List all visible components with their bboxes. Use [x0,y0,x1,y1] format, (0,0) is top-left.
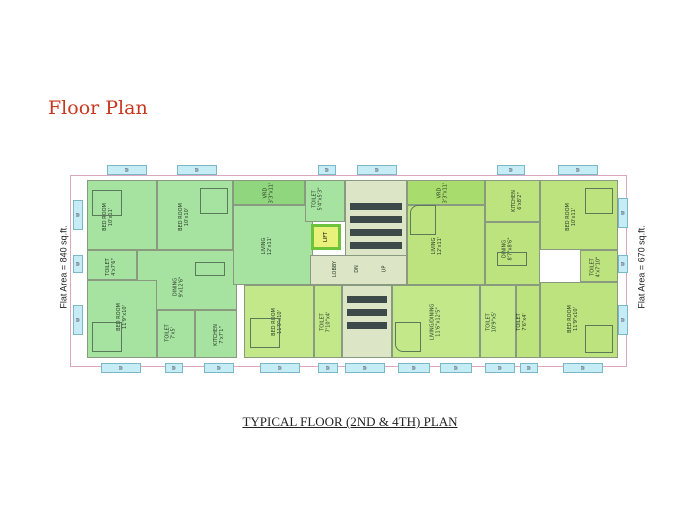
page-title: Floor Plan [48,97,148,119]
lobby: LOBBY DN UP [310,255,407,285]
window [440,363,472,373]
window [520,363,538,373]
stair-treads [350,203,402,255]
window [398,363,430,373]
bed-icon [200,188,228,214]
bed-icon [585,325,613,353]
bed-icon [92,190,122,216]
bed-icon [250,318,280,348]
window [101,363,141,373]
caption-text: TYPICAL FLOOR (2ND & 4TH) PLAN [242,414,458,429]
window [497,165,525,175]
window [73,305,83,335]
lift: LIFT [311,224,341,250]
window [345,363,385,373]
window [485,363,515,373]
window [260,363,300,373]
window [558,165,598,175]
flat-area-right: Flat Area = 670 sq.ft. [636,225,647,309]
window [204,363,234,373]
window [177,165,217,175]
window [73,200,83,230]
dining-table-icon [195,262,225,276]
window [318,165,336,175]
window [318,363,338,373]
window [107,165,147,175]
sofa-icon [410,205,436,235]
window [618,305,628,335]
window [165,363,183,373]
window [563,363,603,373]
window [357,165,397,175]
bed-icon [585,188,613,214]
window [618,255,628,273]
flat-area-left: Flat Area = 840 sq.ft. [58,225,69,309]
sofa-icon [395,322,421,352]
dining-table-icon [497,252,527,266]
bed-icon [92,322,122,352]
window [618,198,628,228]
plan-caption: TYPICAL FLOOR (2ND & 4TH) PLAN [0,414,700,430]
stair-lower [342,285,392,358]
window [73,255,83,273]
